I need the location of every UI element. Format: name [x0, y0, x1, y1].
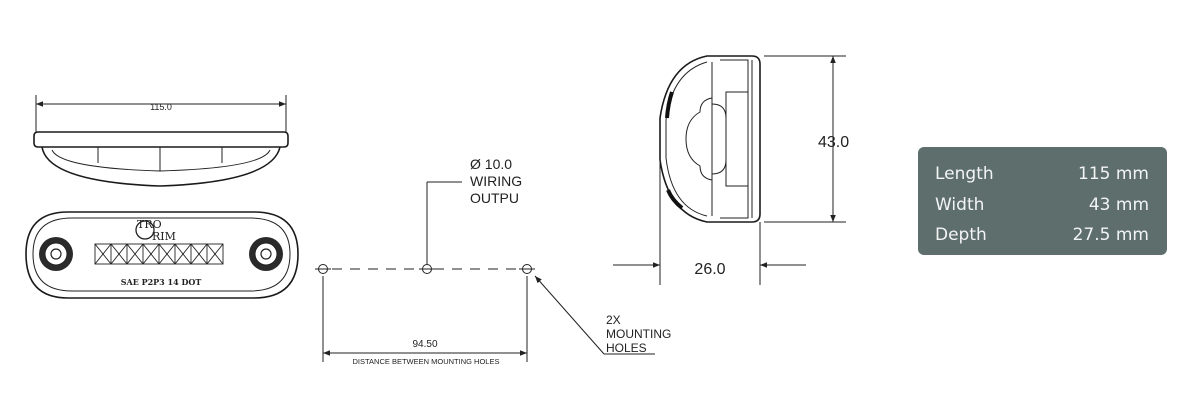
length-dimension-label: 115.0	[150, 102, 172, 112]
spec-value: 27.5 mm	[1072, 225, 1149, 245]
depth-dimension-label: 26.0	[694, 261, 725, 278]
mounting-label-line3: HOLES	[606, 341, 647, 355]
brand-logo: TRO RIM	[135, 218, 176, 243]
specifications-panel: Length 115 mm Width 43 mm Depth 27.5 mm	[918, 147, 1167, 255]
top-profile-view: 115.0	[33, 95, 289, 187]
spacing-caption: DISTANCE BETWEEN MOUNTING HOLES	[353, 357, 500, 366]
mounting-label-line1: 2X	[606, 313, 621, 327]
wiring-label-line3: OUTPU	[470, 190, 519, 206]
spacing-dimension-label: 94.50	[412, 339, 437, 350]
front-face-view: TRO RIM SAE P2P3 14 DOT	[25, 211, 299, 299]
spec-value: 115 mm	[1078, 164, 1149, 184]
height-dimension-label: 43.0	[818, 134, 849, 151]
wiring-label-line2: WIRING	[470, 173, 522, 189]
side-profile-view: 43.0 26.0	[613, 55, 849, 285]
compliance-marking: SAE P2P3 14 DOT	[121, 277, 202, 287]
spec-label: Length	[935, 164, 994, 184]
hole-pattern-view: Ø 10.0 WIRING OUTPU 94.50 DISTANCE BETWE…	[315, 156, 671, 366]
right-screw-boss	[249, 237, 283, 271]
spec-value: 43 mm	[1088, 194, 1149, 215]
spec-row-length: Length 115 mm	[935, 159, 1149, 190]
spec-label: Width	[935, 194, 985, 215]
wiring-label-line1: Ø 10.0	[470, 156, 512, 172]
spec-label: Depth	[935, 225, 987, 245]
spec-row-width: Width 43 mm	[935, 190, 1149, 221]
mounting-label-line2: MOUNTING	[606, 327, 671, 341]
left-screw-boss	[39, 237, 73, 271]
led-lens-grid	[94, 243, 224, 265]
spec-row-depth: Depth 27.5 mm	[935, 220, 1149, 251]
brand-logo-bottom: RIM	[152, 230, 176, 243]
